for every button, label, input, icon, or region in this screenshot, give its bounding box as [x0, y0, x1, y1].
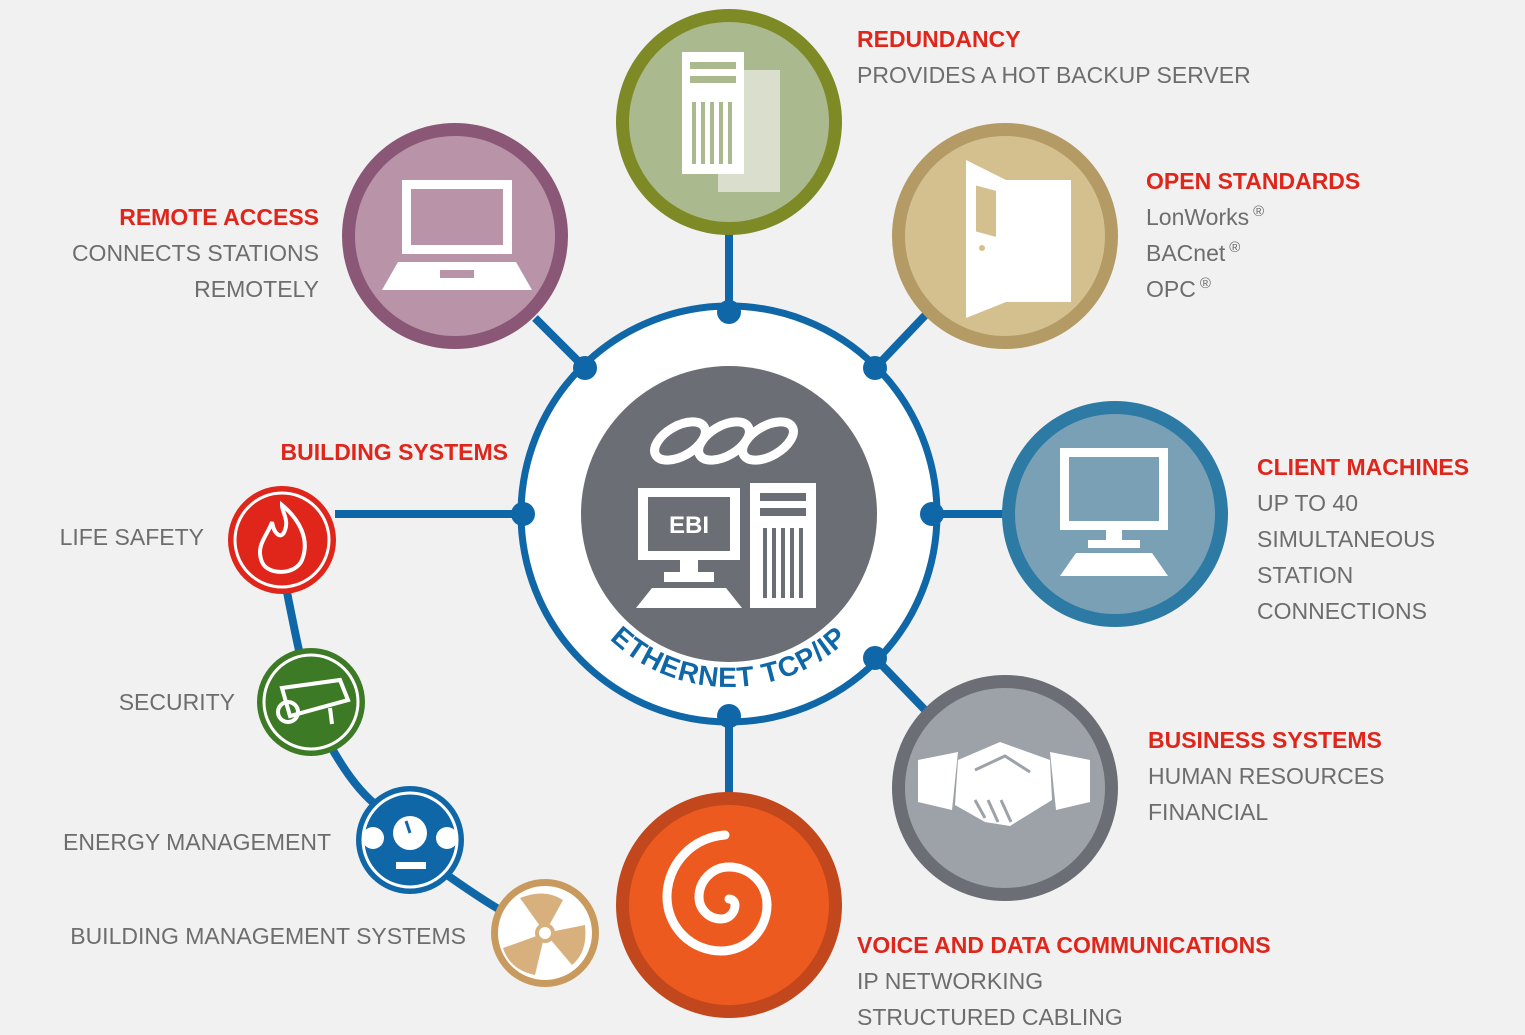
energy-management-badge: [356, 786, 464, 894]
business-systems-line: HUMAN RESOURCES: [1148, 763, 1385, 789]
fan-icon: [503, 893, 586, 975]
client-machines-label: CLIENT MACHINES UP TO 40 SIMULTANEOUS ST…: [1257, 449, 1469, 629]
open-standards-line-lonworks: LonWorks®: [1146, 199, 1360, 235]
ring-nodes: [511, 300, 944, 728]
client-machines-line: UP TO 40: [1257, 490, 1359, 516]
remote-access-badge: [342, 123, 568, 349]
client-machines-title: CLIENT MACHINES: [1257, 454, 1470, 480]
flame-icon: [258, 500, 307, 574]
building-systems-title: BUILDING SYSTEMS: [280, 439, 508, 465]
open-standards-line-bacnet: BACnet®: [1146, 235, 1360, 271]
redundancy-badge: [616, 9, 842, 235]
desktop-computer-icon: [1060, 448, 1168, 576]
remote-access-title: REMOTE ACCESS: [119, 204, 319, 230]
client-machines-badge: [1002, 401, 1228, 627]
business-systems-badge: [892, 675, 1118, 901]
voice-data-title: VOICE AND DATA COMMUNICATIONS: [857, 932, 1271, 958]
open-standards-title: OPEN STANDARDS: [1146, 168, 1361, 194]
client-machines-line: CONNECTIONS: [1257, 598, 1427, 624]
workstation-icon: EBI: [636, 483, 816, 608]
chain-link-icon: [650, 417, 798, 465]
remote-access-line: CONNECTS STATIONS: [71, 240, 319, 266]
laptop-icon: [382, 180, 532, 290]
redundancy-label: REDUNDANCY PROVIDES A HOT BACKUP SERVER: [857, 21, 1251, 93]
ebi-core: EBI: [581, 366, 877, 662]
remote-access-label: REMOTE ACCESS CONNECTS STATIONS REMOTELY: [72, 199, 319, 307]
redundancy-title: REDUNDANCY: [857, 26, 1021, 52]
business-systems-line: FINANCIAL: [1148, 799, 1269, 825]
bms-badge: [491, 879, 599, 987]
handshake-icon: [918, 742, 1090, 826]
open-standards-badge: [892, 123, 1118, 349]
opc-text: OPC: [1146, 276, 1196, 302]
spiral-icon: [662, 830, 772, 956]
lonworks-text: LonWorks: [1146, 204, 1250, 230]
voice-data-badge: [616, 792, 842, 1018]
voice-data-line: IP NETWORKING: [857, 968, 1044, 994]
gauges-icon: [362, 816, 458, 869]
bacnet-text: BACnet: [1146, 240, 1226, 266]
client-machines-line: STATION: [1257, 562, 1354, 588]
security-camera-icon: [276, 677, 351, 725]
energy-management-label: ENERGY MANAGEMENT: [63, 829, 331, 855]
voice-data-line: STRUCTURED CABLING: [857, 1004, 1123, 1030]
open-door-icon: [966, 160, 1071, 318]
open-standards-label: OPEN STANDARDS LonWorks® BACnet® OPC®: [1146, 163, 1360, 307]
building-management-label: BUILDING MANAGEMENT SYSTEMS: [70, 923, 466, 949]
redundancy-line: PROVIDES A HOT BACKUP SERVER: [857, 62, 1251, 88]
security-badge: [257, 648, 365, 756]
life-safety-label: LIFE SAFETY: [59, 524, 204, 550]
registered-mark: ®: [1229, 239, 1241, 257]
open-standards-line-opc: OPC®: [1146, 271, 1360, 307]
security-label: SECURITY: [118, 689, 235, 715]
voice-data-label: VOICE AND DATA COMMUNICATIONS IP NETWORK…: [857, 927, 1271, 1035]
remote-access-line: REMOTELY: [194, 276, 319, 302]
life-safety-badge: [228, 486, 336, 594]
client-machines-line: SIMULTANEOUS: [1257, 526, 1436, 552]
building-systems-label: BUILDING SYSTEMS: [281, 434, 508, 470]
servers-icon: [682, 52, 780, 192]
ebi-label: EBI: [669, 512, 709, 539]
registered-mark: ®: [1199, 275, 1211, 293]
business-systems-label: BUSINESS SYSTEMS HUMAN RESOURCES FINANCI…: [1148, 722, 1384, 830]
registered-mark: ®: [1253, 203, 1265, 221]
business-systems-title: BUSINESS SYSTEMS: [1148, 727, 1382, 753]
